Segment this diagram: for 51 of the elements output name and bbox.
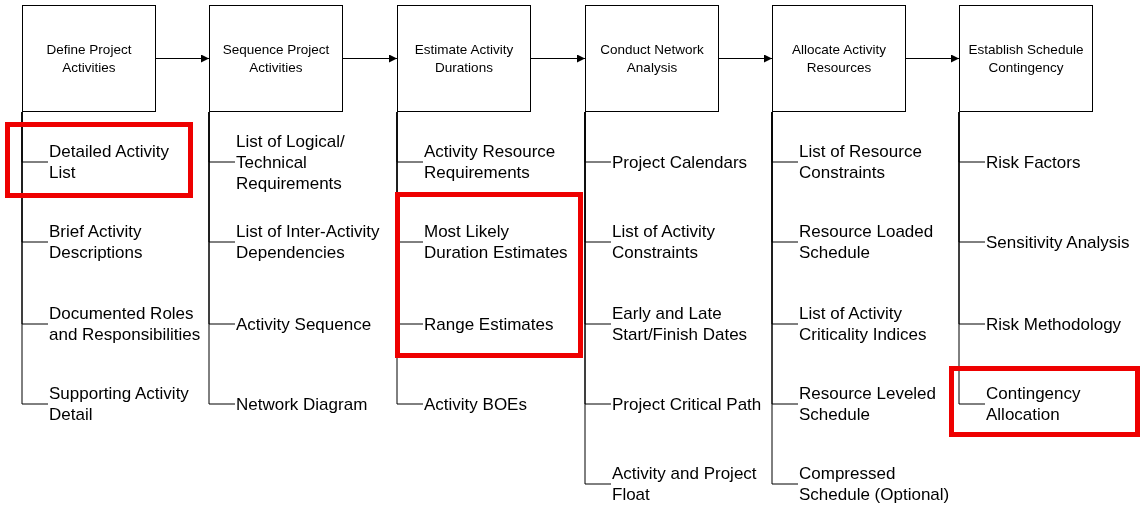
deliverable-label: Resource Leveled Schedule bbox=[799, 383, 957, 425]
highlight-frame bbox=[395, 192, 583, 358]
deliverable-label: Contingency Allocation bbox=[986, 383, 1136, 425]
deliverable-label: Network Diagram bbox=[236, 393, 394, 415]
deliverable-label: Activity BOEs bbox=[424, 393, 582, 415]
deliverable-label: Project Critical Path bbox=[612, 393, 772, 415]
box-label: Estimate Activity Durations bbox=[413, 40, 515, 77]
connector-line bbox=[21, 111, 49, 405]
box-label: Allocate Activity Resources bbox=[791, 40, 887, 77]
deliverable-label: List of Inter-Activity Dependencies bbox=[236, 221, 396, 263]
arrow bbox=[718, 54, 773, 63]
box-label: Sequence Project Activities bbox=[221, 40, 331, 77]
arrow bbox=[155, 54, 210, 63]
deliverable-label: Resource Loaded Schedule bbox=[799, 221, 957, 263]
deliverable-label: List of Activity Constraints bbox=[612, 221, 770, 263]
deliverable-label: Risk Factors bbox=[986, 151, 1142, 173]
deliverable-label: Activity Sequence bbox=[236, 313, 394, 335]
process-box bbox=[772, 5, 906, 112]
deliverable-label: Detailed Activity List bbox=[49, 141, 189, 183]
connector-line bbox=[584, 111, 612, 485]
deliverable-label: Risk Methodology bbox=[986, 313, 1142, 335]
deliverable-label: Sensitivity Analysis bbox=[986, 231, 1142, 253]
deliverable-label: Most Likely Duration Estimates bbox=[424, 221, 576, 263]
connector-line bbox=[771, 111, 799, 485]
highlight-frame bbox=[949, 366, 1140, 437]
box-label: Conduct Network Analysis bbox=[599, 40, 705, 77]
deliverable-label: Brief Activity Descriptions bbox=[49, 221, 207, 263]
arrow bbox=[530, 54, 586, 63]
deliverable-label: Activity and Project Float bbox=[612, 463, 770, 505]
deliverable-label: List of Resource Constraints bbox=[799, 141, 957, 183]
deliverable-label: Range Estimates bbox=[424, 313, 582, 335]
deliverable-label: Project Calendars bbox=[612, 151, 770, 173]
process-box bbox=[585, 5, 719, 112]
deliverable-label: Supporting Activity Detail bbox=[49, 383, 207, 425]
deliverable-label: Documented Roles and Responsibilities bbox=[49, 303, 209, 345]
deliverable-label: List of Logical/ Technical Requirements bbox=[236, 130, 394, 194]
arrow bbox=[905, 54, 960, 63]
connector-line bbox=[208, 111, 236, 405]
process-box bbox=[22, 5, 156, 112]
deliverable-label: Compressed Schedule (Optional) bbox=[799, 463, 959, 505]
deliverable-label: List of Activity Criticality Indices bbox=[799, 303, 957, 345]
highlight-frame bbox=[5, 122, 193, 198]
deliverable-label: Early and Late Start/Finish Dates bbox=[612, 303, 770, 345]
box-label: Define Project Activities bbox=[45, 40, 133, 77]
process-box bbox=[209, 5, 343, 112]
arrow bbox=[342, 54, 398, 63]
process-box bbox=[959, 5, 1093, 112]
process-box bbox=[397, 5, 531, 112]
box-label: Establish Schedule Contingency bbox=[967, 40, 1085, 77]
connector-line bbox=[958, 111, 986, 405]
deliverable-label: Activity Resource Requirements bbox=[424, 141, 582, 183]
